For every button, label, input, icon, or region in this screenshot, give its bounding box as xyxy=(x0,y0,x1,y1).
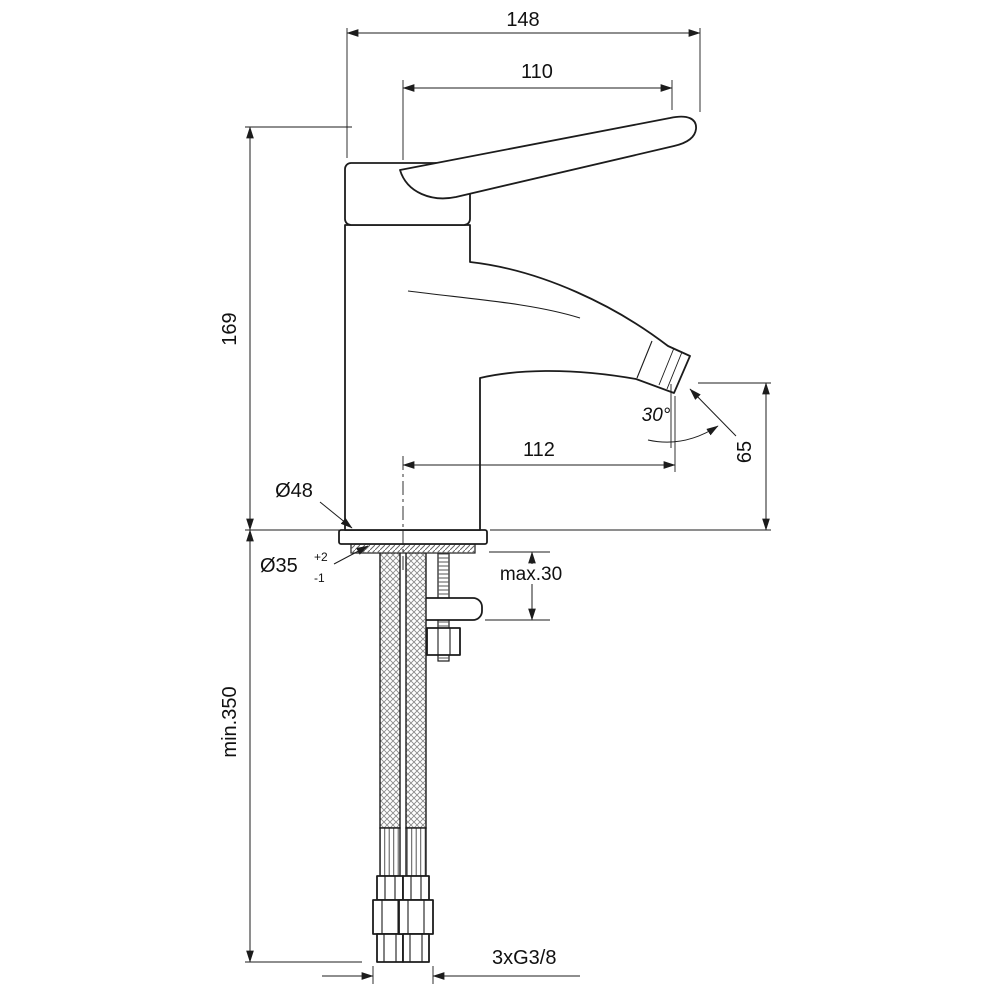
lever xyxy=(399,115,697,200)
dim-d35-tol-plus: +2 xyxy=(314,550,328,564)
dim-30deg-label: 30° xyxy=(642,405,671,426)
mounting-nut xyxy=(426,627,461,656)
dim-148-label: 148 xyxy=(506,9,539,31)
dim-hole-diameter: Ø35 +2 -1 xyxy=(260,545,369,585)
dim-65-label: 65 xyxy=(734,441,756,463)
dim-110-label: 110 xyxy=(521,61,553,83)
dim-d35-label: Ø35 xyxy=(260,555,298,577)
dim-spout-reach: 112 xyxy=(402,396,676,472)
aerator-housing-edge xyxy=(636,340,653,379)
aerator-face-lines xyxy=(658,347,683,390)
base-flange xyxy=(338,529,488,545)
hose-left xyxy=(372,551,408,963)
dim-max30-label: max.30 xyxy=(500,564,562,585)
hose-right xyxy=(398,551,434,963)
faucet-handle xyxy=(344,115,697,226)
dim-112-label: 112 xyxy=(523,439,555,461)
dim-body-height: 169 xyxy=(219,126,352,531)
dim-base-diameter: Ø48 xyxy=(275,480,353,529)
dim-d48-label: Ø48 xyxy=(275,480,313,502)
body-contour-line xyxy=(407,290,581,319)
dim-hose-length: min.350 xyxy=(219,529,362,963)
dim-deck-thickness: max.30 xyxy=(485,551,570,621)
dim-169-label: 169 xyxy=(219,312,241,345)
dim-outlet-height: 65 xyxy=(490,382,771,531)
faucet-body xyxy=(344,224,691,531)
mounting-hardware xyxy=(415,552,483,662)
dim-d35-tol-minus: -1 xyxy=(314,571,325,585)
dim-min350-label: min.350 xyxy=(219,686,241,757)
dim-spout-angle: 30° xyxy=(642,384,737,448)
dim-handle-length: 110 xyxy=(402,61,673,160)
dim-3xg38-label: 3xG3/8 xyxy=(492,947,556,969)
dim-thread-connection: 3xG3/8 xyxy=(322,944,580,984)
body-outline xyxy=(344,224,691,531)
supply-hoses xyxy=(372,551,434,963)
dim-total-width: 148 xyxy=(346,9,701,158)
